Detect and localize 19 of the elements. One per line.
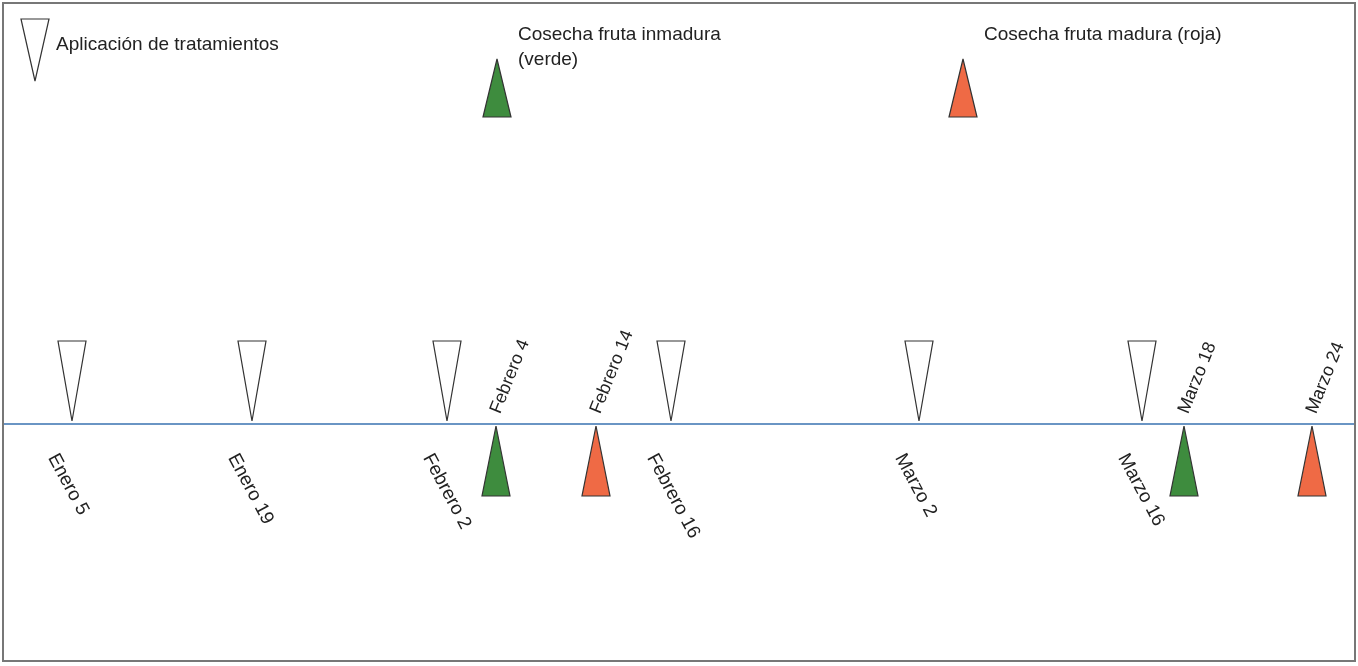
triangle-marker	[581, 425, 611, 497]
legend-label: Cosecha fruta inmadura (verde)	[518, 22, 722, 71]
legend-label: Aplicación de tratamientos	[56, 32, 280, 56]
triangle-marker	[656, 340, 686, 422]
date-label: Marzo 18	[1174, 339, 1221, 417]
triangle-marker	[1297, 425, 1327, 497]
triangle-marker	[904, 340, 934, 422]
triangle-marker	[432, 340, 462, 422]
date-label: Enero 5	[43, 450, 94, 519]
legend-label: Cosecha fruta madura (roja)	[984, 22, 1223, 46]
triangle-marker	[57, 340, 87, 422]
date-label: Marzo 2	[890, 450, 942, 521]
triangle-marker	[1169, 425, 1199, 497]
triangle-marker	[237, 340, 267, 422]
date-label: Marzo 24	[1302, 339, 1349, 417]
triangle-marker	[1127, 340, 1157, 422]
date-label: Marzo 16	[1113, 450, 1170, 530]
date-label: Enero 19	[223, 450, 279, 528]
triangle-marker	[481, 425, 511, 497]
